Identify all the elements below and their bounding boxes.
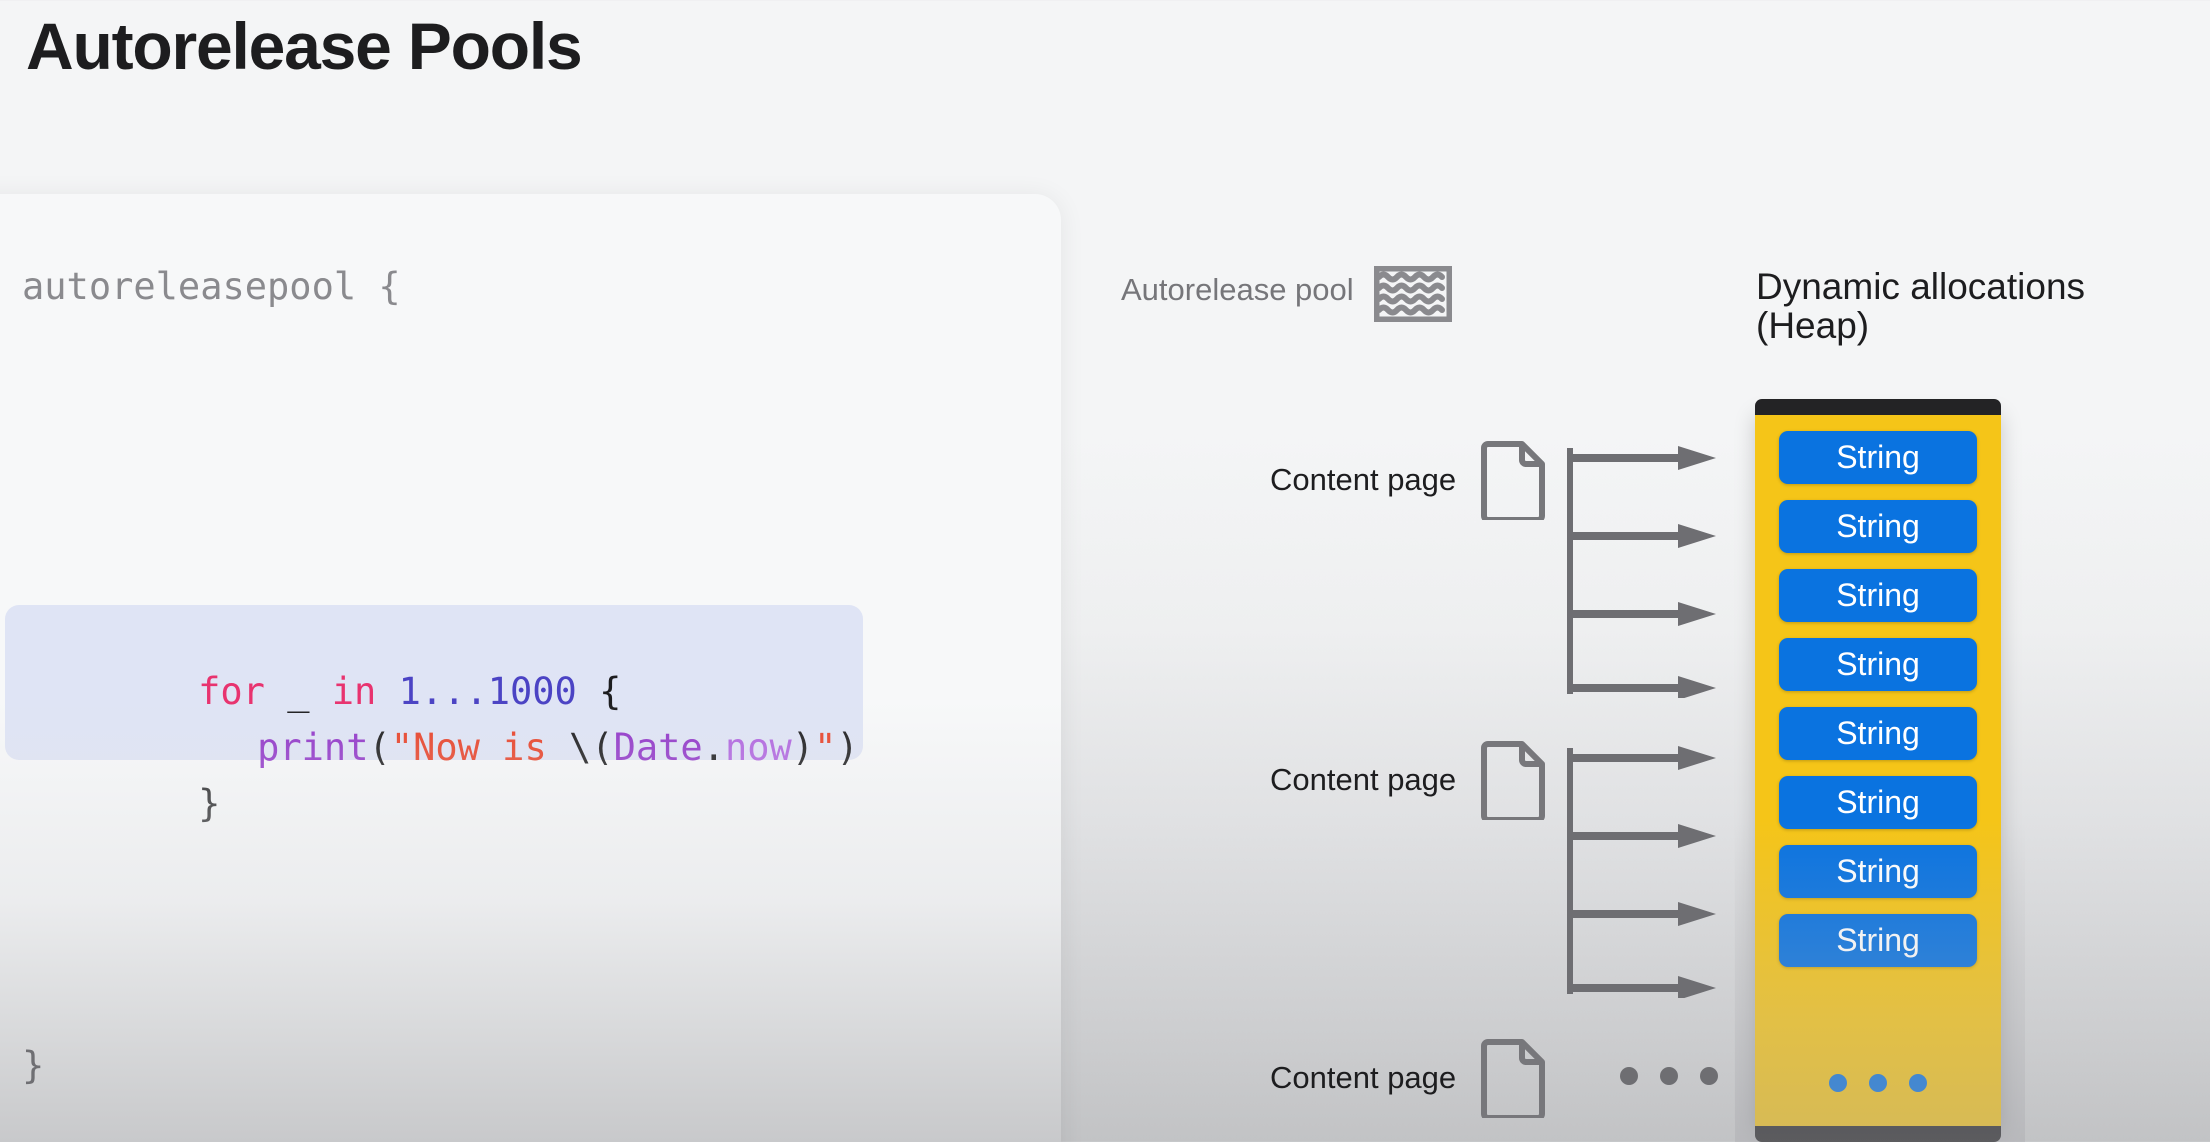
token-paren-open: ( xyxy=(368,726,391,769)
content-page-label: Content page xyxy=(1270,462,1457,497)
token-interp-close: ) xyxy=(791,726,815,769)
heap-item: String xyxy=(1779,500,1977,553)
dot-2 xyxy=(1660,1067,1678,1085)
heap-ellipsis xyxy=(1755,1074,2001,1092)
pool-waves-icon xyxy=(1374,266,1452,322)
heap-dot-3 xyxy=(1909,1074,1927,1092)
heap-cap-bottom xyxy=(1755,1126,2001,1142)
token-interp-open: \( xyxy=(569,726,614,769)
heap-item: String xyxy=(1779,845,1977,898)
token-quote-close: " xyxy=(814,726,837,769)
heap-dot-2 xyxy=(1869,1074,1887,1092)
heap-item: String xyxy=(1779,707,1977,760)
heap-item: String xyxy=(1779,431,1977,484)
heap-title: Dynamic allocations (Heap) xyxy=(1756,266,2086,346)
content-page-label: Content page xyxy=(1270,762,1457,797)
heap-container: String String String String String Strin… xyxy=(1755,399,2001,1142)
heap-item: String xyxy=(1779,914,1977,967)
heap-title-line1: Dynamic allocations xyxy=(1756,266,2086,307)
page-title: Autorelease Pools xyxy=(26,9,583,83)
content-page-row-1: Content page xyxy=(1270,440,1546,520)
token-function-print: print xyxy=(257,726,369,769)
token-type-date: Date xyxy=(613,726,703,769)
token-property-now: now xyxy=(724,726,792,769)
content-page-row-2: Content page xyxy=(1270,740,1546,820)
heap-title-line2: (Heap) xyxy=(1756,304,1870,346)
heap-items-list: String String String String String Strin… xyxy=(1755,412,2001,967)
arrow-group-2 xyxy=(1566,744,1726,998)
heap-item: String xyxy=(1779,569,1977,622)
heap-body: String String String String String Strin… xyxy=(1755,412,2001,1129)
arrow-group-1 xyxy=(1566,444,1726,698)
token-dot: . xyxy=(702,726,725,769)
content-page-label: Content page xyxy=(1270,1060,1457,1095)
token-paren-close: ) xyxy=(836,726,859,769)
heap-item: String xyxy=(1779,638,1977,691)
dot-1 xyxy=(1620,1067,1638,1085)
token-close-brace: } xyxy=(198,782,221,825)
token-quote-open: " xyxy=(390,726,414,769)
heap-cap-top xyxy=(1755,399,2001,415)
content-page-ellipsis xyxy=(1620,1067,1718,1085)
document-icon xyxy=(1481,741,1546,820)
code-line-open: autoreleasepool { xyxy=(22,265,401,308)
document-icon xyxy=(1481,441,1546,520)
code-highlight-block: for _ in 1...1000 { print("Now is \(Date… xyxy=(5,605,863,825)
document-icon xyxy=(1481,1039,1546,1118)
heap-dot-1 xyxy=(1829,1074,1847,1092)
autorelease-pool-label: Autorelease pool xyxy=(1121,272,1354,307)
dot-3 xyxy=(1700,1067,1718,1085)
code-line-close-brace: } xyxy=(5,739,220,868)
token-string-text: Now is xyxy=(413,726,569,769)
content-page-row-3: Content page xyxy=(1270,1038,1546,1118)
code-line-close: } xyxy=(22,1044,45,1087)
heap-item: String xyxy=(1779,776,1977,829)
